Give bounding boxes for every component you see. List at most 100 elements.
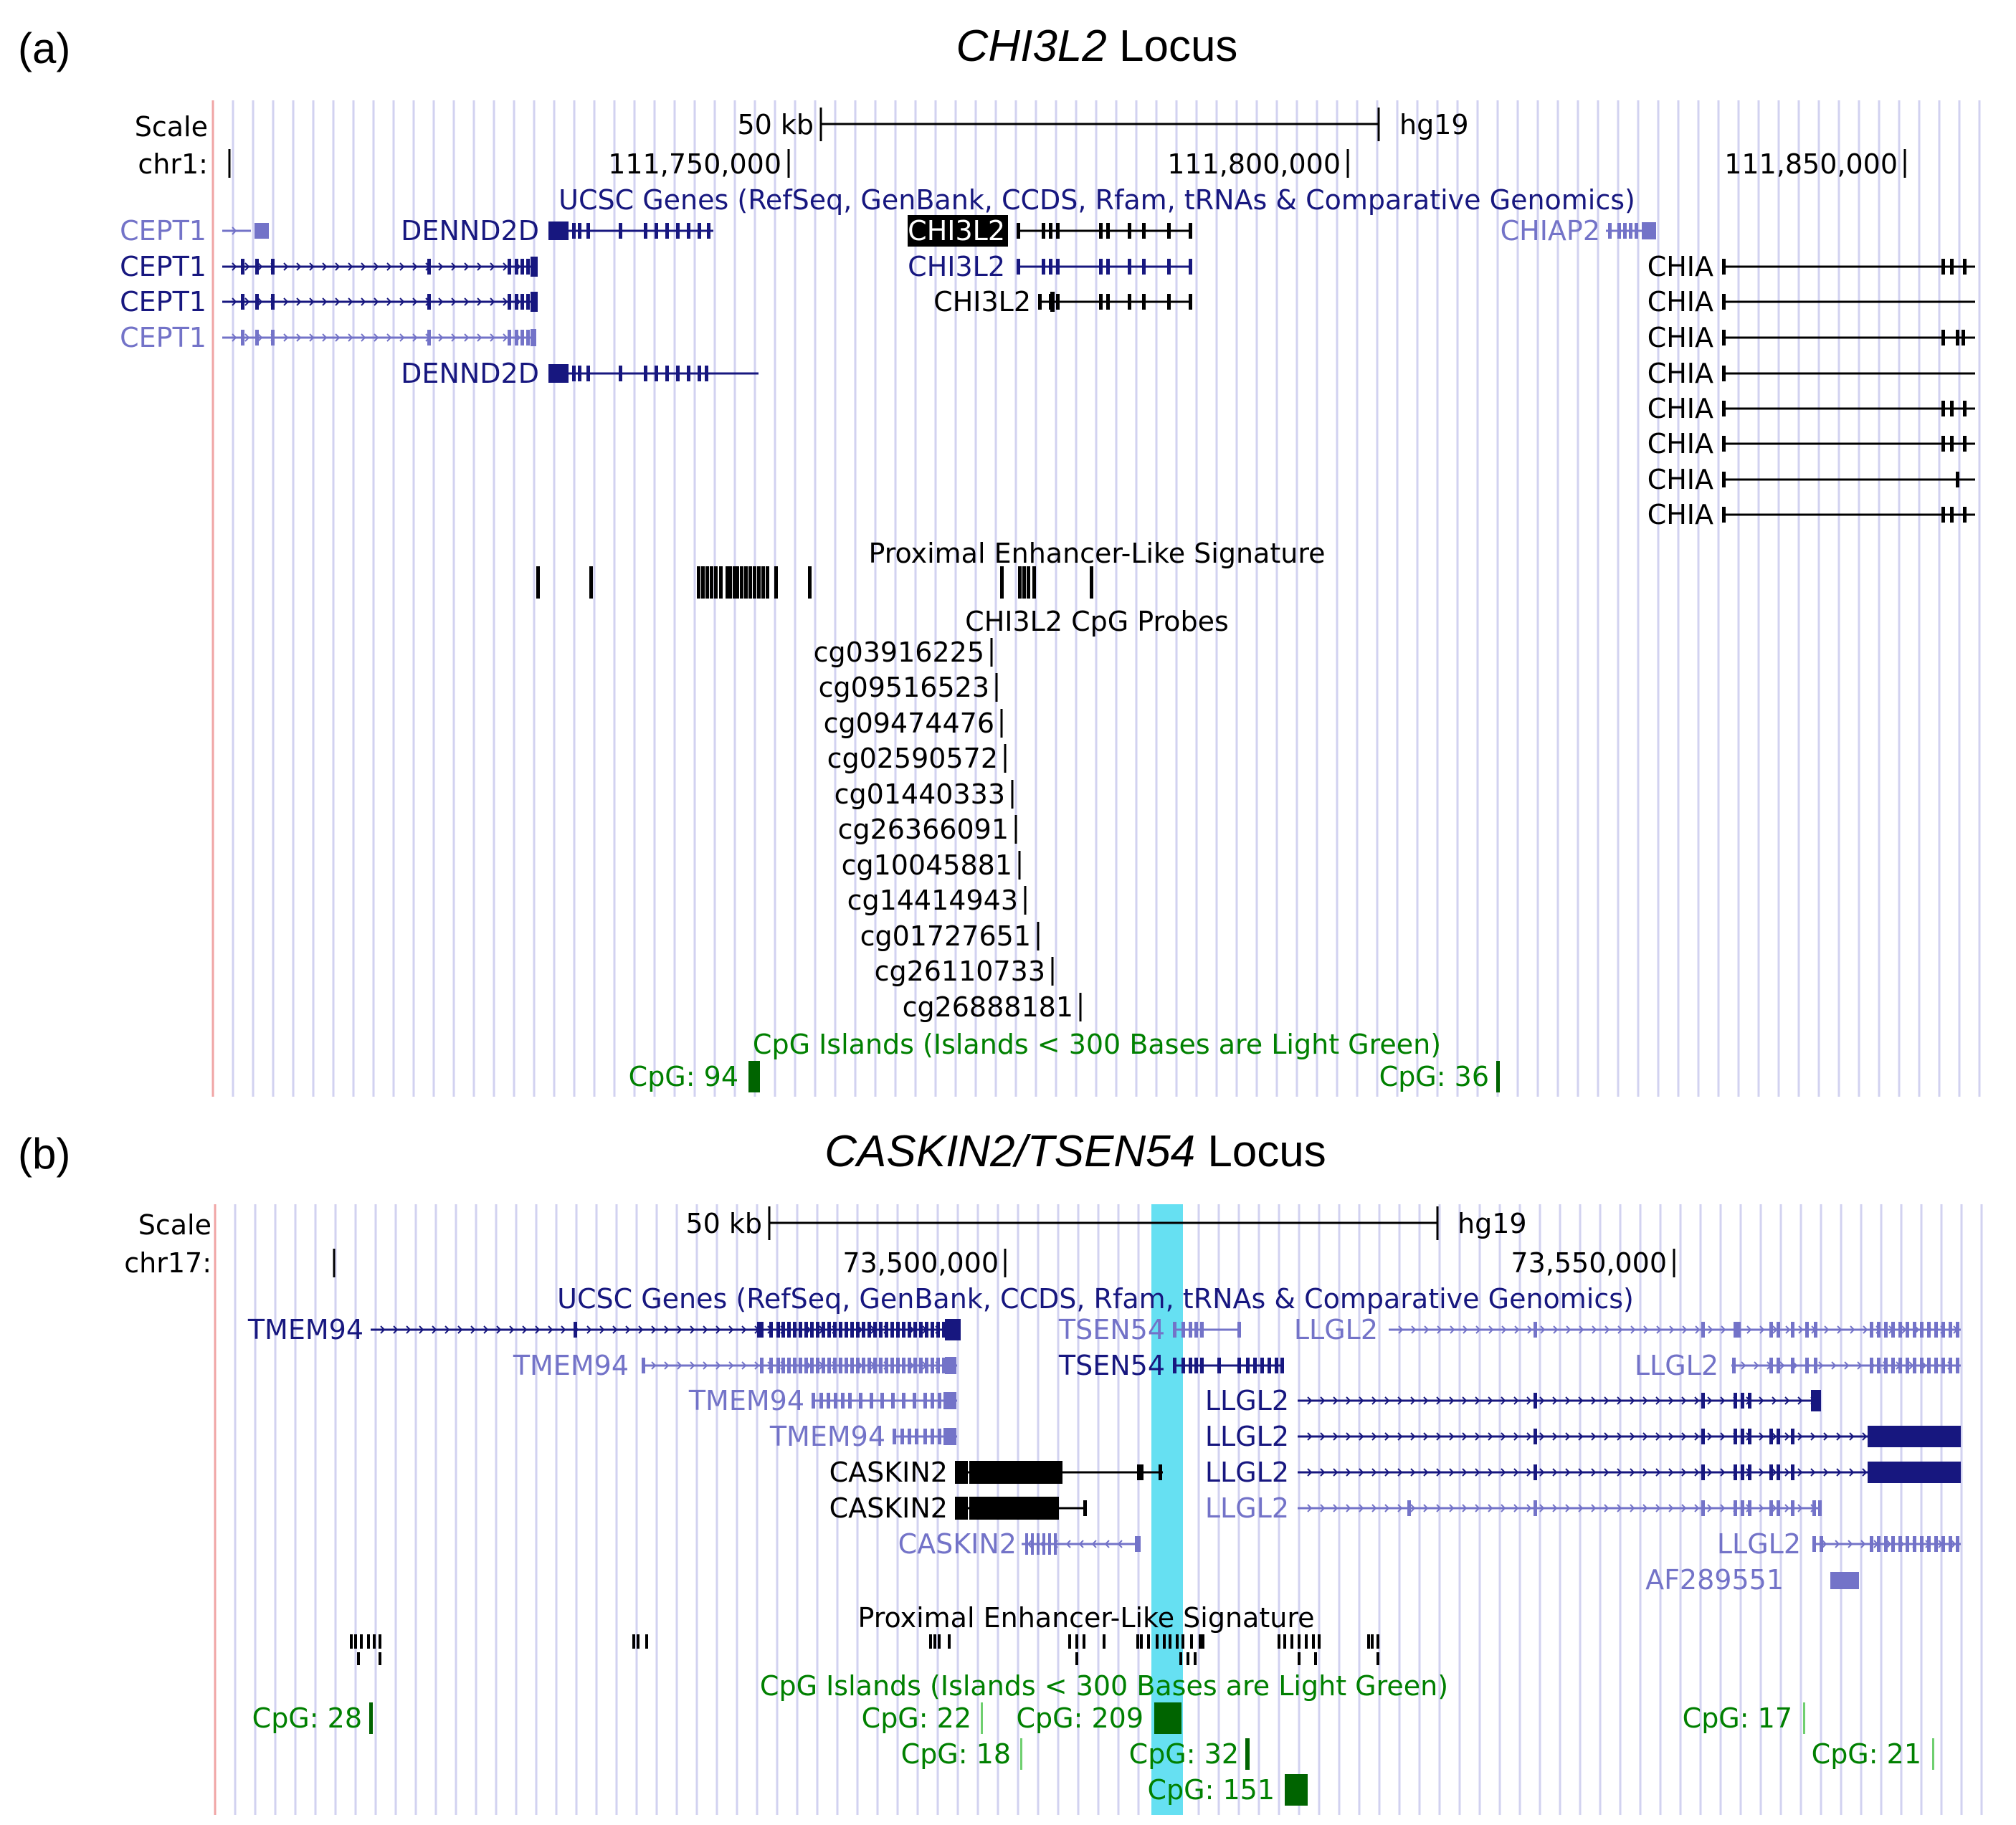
strand-arrow: [1746, 1325, 1752, 1334]
strand-arrow: [244, 297, 250, 306]
exon: [1701, 1500, 1705, 1516]
strand-arrow: [1759, 1504, 1764, 1512]
strand-arrow: [335, 333, 341, 342]
strand-arrow: [703, 1361, 708, 1370]
strand-arrow: [1578, 1504, 1584, 1512]
strand-arrow: [503, 333, 508, 342]
strand-arrow: [1720, 1396, 1726, 1405]
exon: [1956, 1536, 1959, 1552]
strand-arrow: [1462, 1468, 1468, 1477]
strand-arrow: [490, 297, 495, 306]
exon: [1722, 401, 1726, 416]
exon: [1891, 1322, 1895, 1338]
exon: [1877, 1536, 1881, 1552]
exon: [827, 1358, 831, 1373]
panel-b-cpg-track: [369, 1702, 1934, 1806]
panel-b-scale-value: 50 kb: [685, 1208, 762, 1239]
strand-arrow: [1371, 1504, 1377, 1512]
strand-arrow: [741, 1361, 747, 1370]
strand-arrow: [1359, 1432, 1364, 1441]
strand-arrow: [1410, 1432, 1416, 1441]
exon: [1722, 294, 1726, 310]
feature-mark: [736, 566, 739, 599]
strand-arrow: [1630, 1396, 1635, 1405]
exon-block: [1050, 292, 1055, 312]
strand-arrow: [451, 297, 457, 306]
exon: [1734, 1464, 1737, 1480]
strand-arrow: [1668, 1396, 1674, 1405]
strand-arrow: [257, 333, 263, 342]
exon: [1246, 1358, 1250, 1373]
feature-mark: [748, 566, 752, 599]
exon-block: [531, 257, 538, 277]
exon-block: [1868, 1426, 1961, 1447]
exon: [1870, 1358, 1873, 1373]
strand-arrow: [1772, 1432, 1777, 1441]
exon: [1167, 294, 1171, 310]
strand-arrow: [348, 333, 353, 342]
strand-arrow: [1591, 1432, 1597, 1441]
strand-arrow: [309, 333, 315, 342]
feature-mark: [697, 566, 700, 599]
exon: [676, 223, 680, 239]
strand-arrow: [586, 1325, 592, 1334]
strand-arrow: [1539, 1432, 1545, 1441]
feature-mark: [1027, 566, 1030, 599]
exon: [799, 1322, 802, 1338]
strand-arrow: [1642, 1396, 1648, 1405]
probe-label: cg02590572: [827, 743, 998, 774]
exon: [1534, 1500, 1537, 1516]
strand-arrow: [1759, 1325, 1765, 1334]
exon: [760, 1358, 764, 1373]
exon: [891, 1393, 895, 1409]
exon: [1898, 1536, 1902, 1552]
exon-block: [955, 1497, 968, 1520]
gene-label: TMEM94: [247, 1314, 363, 1345]
strand-arrow: [1630, 1325, 1636, 1334]
exon: [515, 259, 518, 275]
strand-arrow: [1462, 1396, 1468, 1405]
exon: [1635, 223, 1638, 239]
strand-arrow: [754, 1361, 760, 1370]
panel-b-chrom-label: chr17:: [124, 1247, 211, 1279]
exon: [1950, 259, 1954, 275]
exon: [1701, 1393, 1705, 1409]
strand-arrow: [477, 297, 482, 306]
feature-mark: [1298, 1634, 1301, 1649]
strand-arrow: [728, 1361, 734, 1370]
exon: [776, 1358, 780, 1373]
panel-a-pels-label: Proximal Enhancer-Like Signature: [869, 538, 1326, 569]
strand-arrow: [1449, 1504, 1455, 1512]
probe-label: cg26366091: [838, 814, 1009, 845]
strand-arrow: [535, 1325, 541, 1334]
feature-mark: [1018, 566, 1022, 599]
exon: [1941, 330, 1945, 346]
strand-arrow: [322, 333, 328, 342]
exon: [1099, 259, 1103, 275]
strand-arrow: [335, 262, 341, 271]
exon: [1194, 1322, 1198, 1338]
probe-label: cg09516523: [819, 672, 989, 703]
exon: [1791, 1464, 1794, 1480]
strand-arrow: [1772, 1504, 1777, 1512]
strand-arrow: [1655, 1396, 1661, 1405]
exon: [1701, 1464, 1705, 1480]
exon: [1056, 223, 1060, 239]
strand-arrow: [1681, 1432, 1687, 1441]
strand-arrow: [470, 1325, 476, 1334]
strand-arrow: [361, 297, 366, 306]
strand-arrow: [296, 297, 302, 306]
strand-arrow: [1462, 1504, 1468, 1512]
exon: [1200, 1358, 1204, 1373]
gene-label: CASKIN2: [829, 1492, 948, 1524]
exon: [1941, 507, 1945, 523]
exon-block: [969, 1461, 1062, 1484]
strand-arrow: [232, 333, 237, 342]
strand-arrow: [1436, 1432, 1442, 1441]
exon: [1260, 1358, 1264, 1373]
strand-arrow: [1591, 1468, 1597, 1477]
exon: [698, 223, 701, 239]
strand-arrow: [1488, 1504, 1493, 1512]
strand-arrow: [1604, 1396, 1610, 1405]
exon: [781, 1322, 785, 1338]
